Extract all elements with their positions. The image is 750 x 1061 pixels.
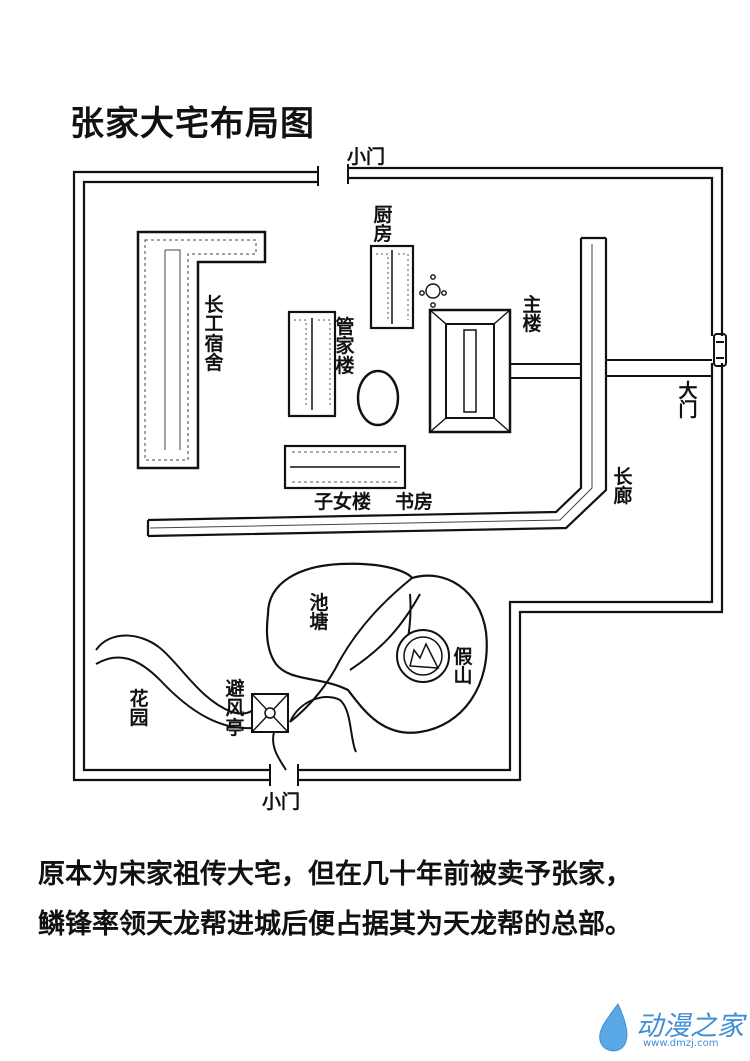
workers-dorm-label: 长工宿舍 <box>204 294 224 375</box>
north-gate-label: 小门 <box>347 146 386 168</box>
main-gate-marker <box>713 333 727 367</box>
pavilion-label: 避风亭 <box>225 678 245 739</box>
pond-label: 池塘 <box>309 592 329 634</box>
main-gate-label: 大门 <box>678 380 698 422</box>
watermark-text: 动漫之家 <box>636 1011 744 1042</box>
main-building-label: 主楼 <box>522 294 542 336</box>
children-house-building <box>283 444 407 490</box>
kitchen-building <box>369 244 415 330</box>
pavilion <box>251 693 289 733</box>
outer-wall <box>72 166 724 782</box>
workers-dorm-building <box>136 230 267 470</box>
steward-house-label: 管家楼 <box>335 316 355 377</box>
garden-label: 花园 <box>129 688 149 730</box>
kitchen-label: 厨房 <box>373 204 393 246</box>
rockery <box>396 629 450 683</box>
watermark-url: www.dmzj.com <box>643 1038 719 1049</box>
gate-path <box>510 359 712 379</box>
children-house-label: 子女楼 <box>314 491 372 513</box>
well-ornament <box>419 274 447 308</box>
small-pond-oval <box>356 369 400 427</box>
main-building <box>428 308 512 434</box>
watermark-logo-icon <box>599 1003 628 1052</box>
garden-landscape <box>95 634 357 771</box>
south-gate-label: 小门 <box>262 791 301 813</box>
corridor-label: 长廊 <box>613 466 633 508</box>
caption-line-1: 原本为宋家祖传大宅，但在几十年前被卖予张家， <box>38 859 632 890</box>
study-label: 书房 <box>395 491 434 513</box>
steward-house-building <box>287 310 337 418</box>
map-title: 张家大宅布局图 <box>70 104 315 144</box>
caption-line-2: 鳞锋率领天龙帮进城后便占据其为天龙帮的总部。 <box>38 909 632 940</box>
rockery-label: 假山 <box>453 646 473 688</box>
south-gate-marker <box>269 764 299 786</box>
north-gate-marker <box>317 164 349 186</box>
